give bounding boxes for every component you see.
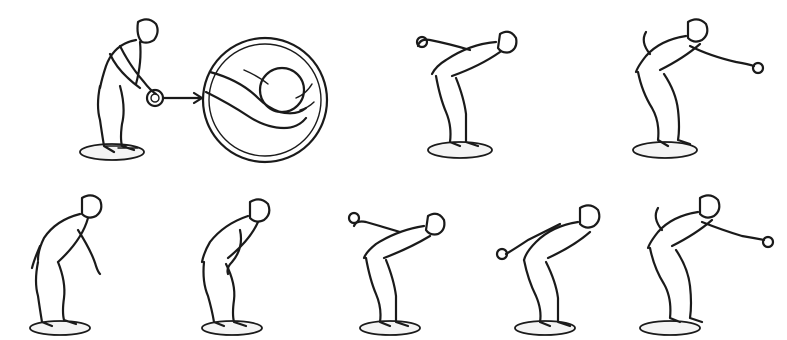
figure-row1-release [633,19,763,158]
head [700,195,719,217]
figure-row2-release [640,195,773,335]
legs [204,262,225,326]
legs [436,76,460,146]
arm [354,222,400,233]
head [688,19,707,41]
ground-pad [30,321,90,335]
legs [650,248,680,322]
torso [432,42,496,74]
ground-pad [360,321,420,335]
figure-row1-backswing [417,32,516,158]
ball [349,213,359,223]
head [138,19,158,42]
head [250,199,269,221]
legs [638,72,668,146]
head [498,32,516,53]
head [580,205,599,227]
legs [524,260,550,326]
torso [38,214,80,260]
ball [763,237,773,247]
legs [366,258,390,326]
figure-row2-swing [497,205,599,335]
figure-row2-hands-knees [202,199,269,335]
arm [506,224,560,254]
head [82,195,101,217]
ground-pad [640,321,700,335]
figure-row2-backswing [349,213,444,335]
arm [690,46,754,66]
figure-row1-grip [80,19,202,160]
ground-pad [202,321,262,335]
legs [36,262,52,326]
ball [417,37,427,47]
arm [78,230,100,274]
ground-pad [428,142,492,158]
arm [702,222,764,240]
head [426,214,444,235]
zoom-inset [203,38,327,162]
legs [98,86,114,152]
figure-row2-ready [30,195,101,335]
ball [753,63,763,73]
